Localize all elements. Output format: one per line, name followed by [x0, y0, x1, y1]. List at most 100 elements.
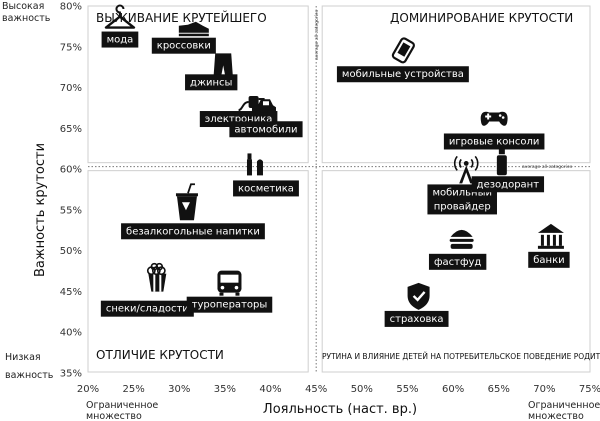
point-label: косметика	[233, 180, 299, 197]
point-label: безалкогольные напитки	[121, 223, 265, 240]
point-label-text: джинсы	[190, 77, 232, 88]
x-axis-title: Лояльность (наст. вр.)	[263, 402, 417, 417]
data-point: снеки/сладости	[100, 262, 194, 317]
point-label-text: электроника	[205, 114, 273, 125]
quadrant-title-bottom-left: ОТЛИЧИЕ КРУТОСТИ	[96, 348, 224, 362]
data-point: кроссовки	[151, 21, 216, 54]
point-label-text: банки	[533, 255, 564, 266]
data-point: страховка	[384, 282, 449, 327]
y-low-note-line2: важность	[5, 370, 54, 381]
point-label: мобильные устройства	[336, 66, 469, 83]
x-tick-label: 60%	[442, 384, 464, 395]
data-point: автомобили	[229, 99, 303, 138]
point-label-background	[336, 66, 469, 83]
y-high-note-line1: Высокая	[2, 1, 44, 12]
bus-icon	[217, 270, 242, 296]
frame-top-left	[87, 5, 309, 164]
cosmetics-icon	[246, 153, 263, 176]
y-tick-label: 35%	[60, 369, 82, 380]
point-label-text: страховка	[390, 314, 444, 325]
point-label: мода	[101, 31, 139, 48]
point-label-background	[229, 121, 303, 138]
data-point: мобильный провайдер	[427, 155, 497, 215]
data-point: косметика	[233, 153, 299, 197]
x-tick-label: 25%	[123, 384, 145, 395]
point-label-background	[384, 310, 449, 327]
point-label: туроператоры	[186, 296, 273, 313]
point-label-text: туроператоры	[192, 300, 268, 311]
point-label-text: игровые консоли	[449, 136, 540, 147]
point-label-background	[471, 176, 545, 193]
average-label-horizontal: average all categories	[522, 164, 573, 170]
y-axis-title: Важность крутости	[33, 143, 48, 277]
point-label-background	[100, 300, 194, 317]
x-tick-label: 35%	[214, 384, 236, 395]
point-label-text: кроссовки	[157, 41, 211, 52]
y-tick-label: 60%	[60, 165, 82, 176]
point-label-text: дезодорант	[477, 179, 540, 190]
gamepad-icon	[480, 111, 508, 126]
point-label: мобильный провайдер	[427, 184, 497, 215]
x-tick-label: 40%	[259, 384, 281, 395]
x-axis-ticks: 20%25%30%35%40%45%50%55%60%65%70%75%	[77, 384, 600, 395]
x-low-note-line1: Ограниченное	[86, 400, 158, 411]
frame-top-right	[321, 5, 591, 164]
point-label-text: провайдер	[434, 201, 491, 212]
tower-icon	[453, 155, 479, 184]
car-icon	[251, 99, 276, 117]
y-tick-label: 70%	[60, 83, 82, 94]
y-tick-label: 45%	[60, 287, 82, 298]
data-point: мода	[101, 4, 139, 48]
data-points: мода кроссовки джинсы электроникаавтомобили…	[100, 4, 570, 327]
data-point: джинсы	[185, 53, 238, 91]
point-label: игровые консоли	[443, 133, 545, 150]
shield-check-icon	[407, 282, 430, 310]
x-high-note-line1: Ограниченное	[528, 400, 600, 411]
point-label-text: мода	[107, 35, 134, 46]
drink-icon	[175, 183, 198, 221]
point-label: страховка	[384, 310, 449, 327]
x-tick-label: 45%	[305, 384, 327, 395]
y-tick-label: 80%	[60, 2, 82, 13]
x-tick-label: 20%	[77, 384, 99, 395]
y-tick-label: 65%	[60, 124, 82, 135]
data-point: банки	[528, 223, 570, 268]
point-label-background	[233, 180, 299, 197]
phone-icon	[391, 37, 415, 64]
quadrant-title-top-right: ДОМИНИРОВАНИЕ КРУТОСТИ	[390, 11, 573, 25]
point-label-background	[443, 133, 545, 150]
x-high-note-line2: множество	[528, 411, 584, 421]
sneaker-icon	[178, 21, 209, 37]
y-tick-label: 50%	[60, 246, 82, 257]
point-label-text: мобильный	[432, 187, 492, 198]
x-low-note-line2: множество	[86, 411, 142, 421]
average-lines	[88, 6, 590, 372]
point-label-background	[528, 251, 570, 268]
point-label: джинсы	[185, 74, 238, 91]
x-tick-label: 50%	[351, 384, 373, 395]
x-tick-label: 65%	[488, 384, 510, 395]
point-label: банки	[528, 251, 570, 268]
deodorant-icon	[496, 149, 507, 176]
x-tick-label: 75%	[579, 384, 600, 395]
frame-bottom-left	[87, 170, 309, 373]
y-axis-ticks: 35%40%45%50%55%60%65%70%75%80%	[60, 2, 82, 380]
point-label-background	[185, 74, 238, 91]
average-label-vertical: average all categories	[314, 9, 320, 60]
y-low-note-line1: Низкая	[5, 352, 41, 363]
point-label-text: косметика	[238, 183, 294, 194]
popcorn-icon	[146, 262, 167, 292]
burger-icon	[449, 229, 474, 249]
x-tick-label: 55%	[396, 384, 418, 395]
point-label-background	[428, 253, 487, 270]
y-tick-label: 55%	[60, 205, 82, 216]
data-point: мобильные устройства	[336, 37, 469, 83]
x-tick-label: 70%	[533, 384, 555, 395]
frame-bottom-right	[321, 170, 591, 373]
data-point: безалкогольные напитки	[121, 183, 265, 240]
point-label-text: снеки/сладости	[106, 304, 189, 315]
bank-icon	[537, 223, 564, 249]
point-label-background	[186, 296, 273, 313]
data-point: игровые консоли	[443, 111, 545, 150]
